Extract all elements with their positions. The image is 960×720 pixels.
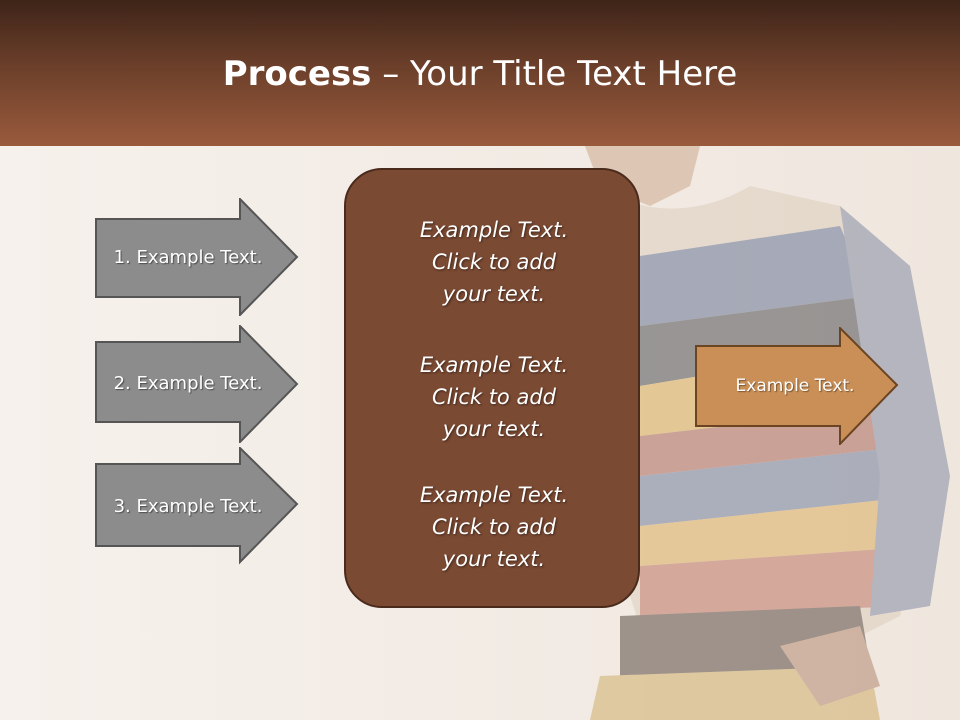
result-arrow[interactable]: Example Text.: [695, 327, 899, 445]
center-text-block-1: Example Text. Click to add your text.: [346, 214, 642, 310]
result-arrow-shape: [695, 327, 899, 445]
block2-line2: Click to add: [431, 385, 556, 409]
block2-line3: your text.: [442, 417, 546, 441]
center-content-box[interactable]: Example Text. Click to add your text. Ex…: [344, 168, 640, 608]
arrow-shape-2: [95, 325, 299, 443]
page-title: Process – Your Title Text Here: [0, 52, 960, 96]
arrow-shape-1: [95, 198, 299, 316]
title-bar: Process – Your Title Text Here: [0, 0, 960, 146]
step-arrow-1[interactable]: 1. Example Text.: [95, 198, 299, 316]
block1-line1: Example Text.: [419, 218, 569, 242]
step-arrow-2[interactable]: 2. Example Text.: [95, 325, 299, 443]
block2-line1: Example Text.: [419, 353, 569, 377]
block1-line2: Click to add: [431, 250, 556, 274]
center-text-block-2: Example Text. Click to add your text.: [346, 349, 642, 445]
step-arrow-3[interactable]: 3. Example Text.: [95, 447, 299, 565]
title-rest: – Your Title Text Here: [371, 54, 738, 94]
result-label: Example Text.: [735, 376, 855, 396]
step-label-1: 1. Example Text.: [113, 246, 263, 268]
block3-line3: your text.: [442, 547, 546, 571]
step-label-2: 2. Example Text.: [113, 372, 263, 394]
step-label-3: 3. Example Text.: [113, 495, 263, 517]
block3-line1: Example Text.: [419, 483, 569, 507]
block1-line3: your text.: [442, 282, 546, 306]
arrow-shape-3: [95, 447, 299, 565]
block3-line2: Click to add: [431, 515, 556, 539]
center-text-block-3: Example Text. Click to add your text.: [346, 479, 642, 575]
title-bold: Process: [222, 54, 372, 94]
